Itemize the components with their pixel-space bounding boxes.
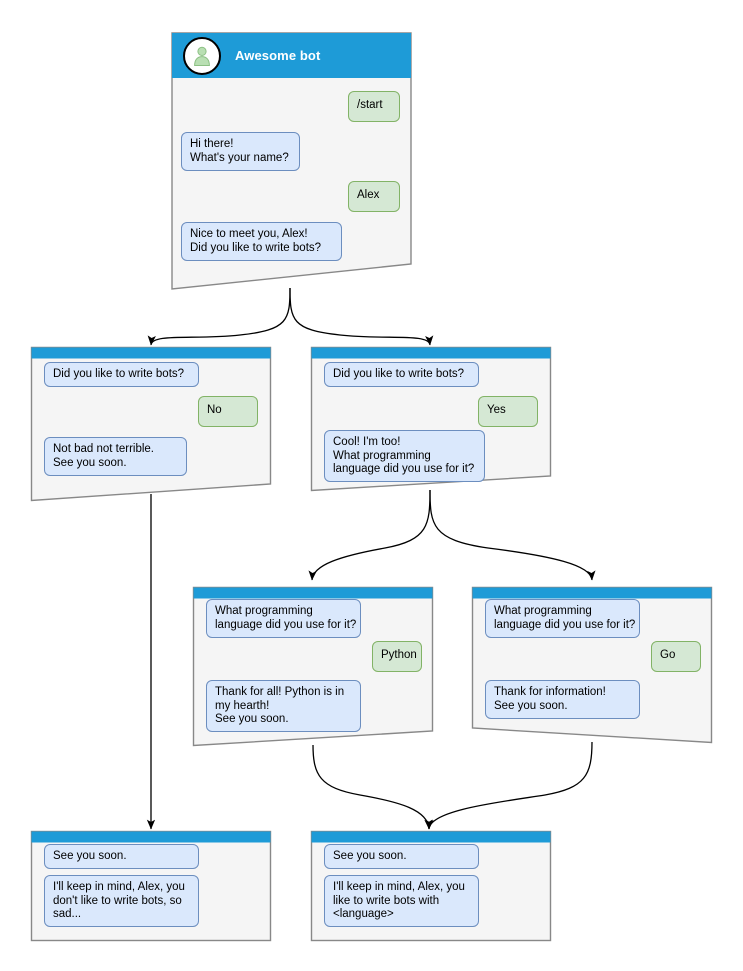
bubble-user-yes: Yes xyxy=(478,396,538,427)
node-root-title: Awesome bot xyxy=(235,48,321,63)
node-root-titlebar: Awesome bot xyxy=(172,33,411,78)
node-yes-branch[interactable]: Did you like to write bots? Yes Cool! I'… xyxy=(310,346,552,492)
node-root[interactable]: Awesome bot /start Hi there! What's your… xyxy=(170,31,413,291)
bubble-user-no: No xyxy=(198,396,258,427)
bubble-bot-thank-info: Thank for information! See you soon. xyxy=(485,680,640,719)
bubble-bot-keep-in-mind-happy: I'll keep in mind, Alex, you like to wri… xyxy=(324,875,479,927)
bubble-bot-what-language-go: What programming language did you use fo… xyxy=(485,599,640,638)
bubble-bot-what-language-python: What programming language did you use fo… xyxy=(206,599,361,638)
bubble-bot-see-you-soon-sad: See you soon. xyxy=(44,844,199,869)
bubble-bot-greeting: Hi there! What's your name? xyxy=(181,132,300,171)
edge-yes-to-python xyxy=(308,489,431,581)
bubble-bot-nice-to-meet: Nice to meet you, Alex! Did you like to … xyxy=(181,222,342,261)
bubble-user-go: Go xyxy=(651,641,701,672)
bubble-bot-cool-im-too: Cool! I'm too! What programming language… xyxy=(324,430,485,482)
edge-go-to-end-happy xyxy=(425,741,593,830)
bubble-bot-did-you-like-yes: Did you like to write bots? xyxy=(324,362,479,387)
bubble-user-name: Alex xyxy=(348,181,400,212)
edge-python-to-end-happy xyxy=(312,744,433,830)
node-python-branch[interactable]: What programming language did you use fo… xyxy=(192,586,434,747)
bubble-user-python: Python xyxy=(372,641,422,672)
bubble-bot-not-bad: Not bad not terrible. See you soon. xyxy=(44,437,187,476)
node-go-branch[interactable]: What programming language did you use fo… xyxy=(471,586,713,744)
person-avatar-icon xyxy=(183,36,221,75)
bubble-user-start: /start xyxy=(348,91,400,122)
node-no-branch[interactable]: Did you like to write bots? No Not bad n… xyxy=(30,346,272,502)
edge-yes-to-go xyxy=(429,489,596,581)
bubble-bot-did-you-like-no: Did you like to write bots? xyxy=(44,362,199,387)
node-end-sad[interactable]: See you soon. I'll keep in mind, Alex, y… xyxy=(30,830,272,942)
edge-root-to-no xyxy=(147,287,291,346)
node-end-happy[interactable]: See you soon. I'll keep in mind, Alex, y… xyxy=(310,830,552,942)
bubble-bot-thank-python: Thank for all! Python is in my hearth! S… xyxy=(206,680,361,732)
edge-root-to-yes xyxy=(289,287,434,346)
bubble-bot-keep-in-mind-sad: I'll keep in mind, Alex, you don't like … xyxy=(44,875,199,927)
bubble-bot-see-you-soon-happy: See you soon. xyxy=(324,844,479,869)
